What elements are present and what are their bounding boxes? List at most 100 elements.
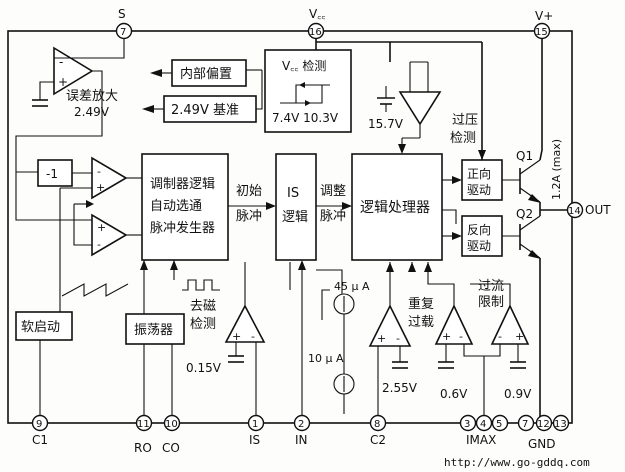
svg-text:S: S (118, 7, 126, 21)
svg-text:过压: 过压 (452, 113, 478, 128)
svg-text:+: + (515, 330, 524, 343)
soft-start-block (15, 311, 73, 341)
svg-text:重复: 重复 (408, 296, 434, 312)
svg-text:振荡器: 振荡器 (134, 323, 173, 338)
svg-text:脉冲发生器: 脉冲发生器 (150, 220, 215, 236)
svg-text:13: 13 (554, 419, 567, 430)
svg-text:+: + (96, 181, 105, 194)
svg-text:15.7V: 15.7V (368, 117, 404, 131)
svg-text:2: 2 (298, 419, 304, 430)
pin-vplus: V+ 15 (533, 9, 553, 40)
svg-text:正向: 正向 (467, 166, 491, 181)
pin-is: 1 IS (247, 414, 265, 447)
chip-outline (7, 30, 573, 424)
svg-text:2.55V: 2.55V (382, 381, 418, 395)
svg-text:-: - (251, 330, 255, 343)
pin-s: S 7 (115, 7, 133, 40)
svg-text:1.2A (max): 1.2A (max) (550, 139, 563, 200)
svg-text:IN: IN (295, 433, 308, 447)
svg-text:CO: CO (162, 441, 180, 455)
svg-text:11: 11 (137, 419, 150, 430)
pin-co: 10 CO (162, 414, 181, 455)
modulator-comparator-1 (91, 156, 128, 200)
svg-text:C1: C1 (32, 433, 48, 447)
svg-text:IS: IS (287, 186, 299, 201)
svg-text:7: 7 (120, 27, 126, 38)
svg-text:4: 4 (480, 419, 486, 430)
svg-text:-: - (97, 165, 101, 178)
svg-text:2.49V: 2.49V (74, 105, 110, 119)
svg-text:45 μ A: 45 μ A (334, 280, 370, 293)
transistor-q1: Q1 (502, 149, 541, 203)
svg-text:自动选通: 自动选通 (150, 199, 202, 214)
svg-text:C2: C2 (370, 433, 386, 447)
pin-vcc: V꜀꜀ 16 (307, 7, 326, 40)
svg-text:-1: -1 (46, 167, 58, 181)
svg-text:-: - (396, 332, 400, 345)
svg-text:过流: 过流 (478, 279, 504, 294)
pin-c2: 8 C2 (369, 414, 387, 447)
reverse-drive-block (461, 215, 503, 257)
svg-text:+: + (377, 332, 386, 345)
svg-text:+: + (442, 330, 451, 343)
svg-text:14: 14 (568, 206, 581, 217)
svg-text:调制器逻辑: 调制器逻辑 (150, 177, 215, 192)
svg-text:Q2: Q2 (516, 207, 533, 221)
svg-text:0.9V: 0.9V (504, 387, 532, 401)
svg-text:0.6V: 0.6V (440, 387, 468, 401)
pin-ro: 11 RO (134, 414, 153, 455)
repeat-overload-comparator (368, 304, 412, 347)
svg-text:V꜀꜀: V꜀꜀ (309, 7, 326, 21)
svg-text:-: - (498, 330, 502, 343)
svg-text:逻辑: 逻辑 (282, 210, 308, 225)
svg-text:Q1: Q1 (516, 149, 533, 163)
pin-in: 2 IN (293, 414, 311, 447)
svg-text:9: 9 (36, 419, 42, 430)
logic-processor-block (351, 153, 443, 261)
svg-text:5: 5 (496, 419, 502, 430)
svg-text:内部偏置: 内部偏置 (180, 66, 232, 82)
svg-text:检测: 检测 (190, 317, 216, 332)
current-source-10ua: 10 μ A (308, 352, 355, 395)
svg-text:初始: 初始 (236, 184, 262, 199)
error-amplifier (53, 46, 94, 96)
svg-text:脉冲: 脉冲 (236, 209, 262, 224)
transistor-q2: Q2 (502, 207, 541, 259)
svg-text:逻辑处理器: 逻辑处理器 (360, 200, 430, 216)
is-logic-block (275, 153, 317, 261)
pin-gnd-group: 7 12 13 GND (517, 414, 570, 451)
svg-text:15: 15 (535, 27, 548, 38)
watermark-text: http://www.go-gddq.com (444, 456, 590, 469)
overcurrent-comparator-1 (434, 304, 474, 345)
svg-text:脉冲: 脉冲 (320, 209, 346, 224)
svg-text:-: - (459, 330, 463, 343)
svg-text:8: 8 (374, 419, 380, 430)
svg-text:V+: V+ (535, 9, 553, 23)
sawtooth-waveform (61, 283, 129, 297)
svg-text:驱动: 驱动 (467, 239, 491, 253)
svg-text:7.4V 10.3V: 7.4V 10.3V (272, 111, 339, 125)
svg-text:2.49V 基准: 2.49V 基准 (171, 103, 239, 118)
svg-text:0.15V: 0.15V (186, 361, 222, 375)
svg-text:误差放大: 误差放大 (66, 89, 118, 104)
svg-text:+: + (232, 330, 241, 343)
svg-text:12: 12 (537, 419, 550, 430)
svg-text:7: 7 (522, 419, 528, 430)
svg-text:+: + (58, 75, 68, 89)
oscillator-block (125, 313, 185, 345)
svg-text:GND: GND (528, 437, 556, 451)
vcc-detect-block (264, 49, 352, 133)
pin-out: 14 OUT (566, 201, 611, 219)
overcurrent-comparator-2 (490, 304, 530, 345)
svg-text:10: 10 (165, 419, 178, 430)
svg-text:RO: RO (134, 441, 152, 455)
svg-text:1: 1 (252, 419, 258, 430)
demag-comparator (224, 304, 266, 343)
svg-text:16: 16 (309, 27, 322, 38)
svg-text:10 μ A: 10 μ A (308, 352, 344, 365)
svg-text:过载: 过载 (408, 315, 434, 330)
pin-c1: 9 C1 (31, 414, 49, 447)
svg-text:检测: 检测 (450, 131, 476, 146)
